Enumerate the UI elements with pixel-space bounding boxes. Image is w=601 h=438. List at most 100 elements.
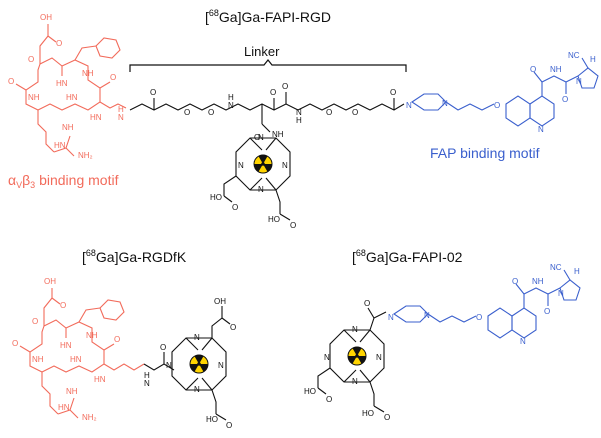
- svg-text:NH: NH: [82, 69, 94, 78]
- svg-text:OH: OH: [214, 297, 226, 306]
- svg-text:H: H: [574, 267, 580, 276]
- svg-text:H: H: [118, 105, 124, 114]
- svg-text:HN: HN: [66, 93, 78, 102]
- svg-text:O: O: [28, 55, 34, 64]
- svg-text:HO: HO: [362, 409, 374, 418]
- svg-text:N: N: [296, 108, 302, 117]
- svg-text:N: N: [442, 99, 448, 108]
- svg-text:NH: NH: [550, 65, 562, 74]
- fapi-moiety-right: [393, 269, 581, 339]
- svg-text:N: N: [166, 361, 172, 370]
- title-fapi-rgd: [68Ga]Ga-FAPI-RGD: [205, 8, 331, 25]
- svg-text:NH: NH: [532, 277, 544, 286]
- fap-binding-motif-label: FAP binding motif: [430, 145, 540, 161]
- svg-text:N: N: [424, 311, 430, 320]
- dota-atoms-top: N N N N HO O HO O: [210, 133, 296, 230]
- svg-text:H: H: [144, 371, 150, 380]
- svg-text:O: O: [150, 88, 156, 97]
- radiation-icon: [253, 154, 273, 174]
- svg-text:O: O: [232, 203, 238, 212]
- svg-text:O: O: [352, 108, 358, 117]
- svg-text:NH: NH: [66, 387, 78, 396]
- svg-text:N: N: [258, 133, 264, 142]
- svg-text:O: O: [476, 313, 482, 322]
- rgd-peptide-top: [15, 24, 127, 157]
- svg-text:OH: OH: [44, 277, 56, 286]
- svg-text:O: O: [184, 108, 190, 117]
- svg-text:NH: NH: [272, 130, 284, 139]
- lys-linker-atoms-left: H N O: [144, 343, 166, 388]
- svg-text:O: O: [230, 323, 236, 332]
- svg-text:N: N: [194, 385, 200, 394]
- svg-text:O: O: [12, 339, 18, 348]
- svg-text:O: O: [270, 88, 276, 97]
- svg-text:NC: NC: [550, 263, 562, 272]
- svg-text:N: N: [376, 353, 382, 362]
- svg-text:HN: HN: [60, 341, 72, 350]
- svg-text:N: N: [406, 101, 412, 110]
- svg-text:N: N: [558, 289, 564, 298]
- svg-text:N: N: [538, 125, 544, 134]
- linker-label: Linker: [244, 44, 280, 59]
- svg-text:N: N: [520, 337, 526, 346]
- dota-chelator-right: [317, 307, 387, 413]
- linker-atoms-top: O O O H N O O N H O O O NH O: [150, 82, 396, 142]
- fapi-moiety-top: [411, 57, 599, 127]
- lys-linker-left: [143, 352, 175, 371]
- svg-text:O: O: [114, 335, 120, 344]
- svg-text:O: O: [364, 299, 370, 308]
- svg-text:O: O: [60, 301, 66, 310]
- svg-text:HN: HN: [56, 79, 68, 88]
- svg-text:OH: OH: [40, 13, 52, 22]
- rgd-peptide-left: [19, 288, 145, 419]
- svg-text:HN: HN: [90, 113, 102, 122]
- rgd-binding-motif-label: αVβ3 binding motif: [8, 172, 119, 190]
- svg-text:HO: HO: [210, 193, 222, 202]
- svg-text:O: O: [8, 77, 14, 86]
- svg-text:N: N: [388, 313, 394, 322]
- svg-text:O: O: [160, 343, 166, 352]
- svg-text:HO: HO: [206, 415, 218, 424]
- svg-text:N: N: [238, 161, 244, 170]
- svg-text:O: O: [390, 88, 396, 97]
- svg-text:N: N: [282, 161, 288, 170]
- fapi-atoms-right: N N O N O NH O N NC H: [388, 263, 580, 346]
- linker-chain-top: [129, 92, 405, 133]
- rgd-atoms-left: OH O O HN NH O O NH HN HN NH HN NH₂: [12, 277, 120, 422]
- svg-text:H: H: [296, 116, 302, 125]
- svg-text:HN: HN: [70, 355, 82, 364]
- dota-chelator-top: [223, 137, 291, 221]
- svg-text:HN: HN: [94, 375, 106, 384]
- svg-text:N: N: [352, 325, 358, 334]
- svg-text:O: O: [56, 39, 62, 48]
- svg-text:HO: HO: [268, 215, 280, 224]
- fapi-atoms-top: N N O N O NH O N NC H: [406, 51, 596, 134]
- svg-text:O: O: [384, 413, 390, 422]
- svg-text:N: N: [218, 361, 224, 370]
- radiation-icon: [189, 354, 209, 374]
- rgd-atoms-top: OH O O HN NH O O NH HN HN NH HN NH₂ H N: [8, 13, 124, 160]
- svg-text:N: N: [144, 379, 150, 388]
- svg-text:N: N: [194, 333, 200, 342]
- svg-text:O: O: [326, 108, 332, 117]
- svg-text:NH: NH: [28, 93, 40, 102]
- svg-text:H: H: [228, 93, 234, 102]
- svg-text:H: H: [590, 55, 596, 64]
- svg-text:O: O: [208, 108, 214, 117]
- svg-text:N: N: [258, 185, 264, 194]
- svg-text:NH₂: NH₂: [78, 151, 93, 160]
- svg-text:O: O: [544, 307, 550, 316]
- svg-text:N: N: [228, 101, 234, 110]
- svg-text:NH: NH: [32, 355, 44, 364]
- linker-bracket: [129, 59, 407, 72]
- radiation-icon: [347, 346, 367, 366]
- dota-atoms-left: N N N N OH O HO O: [166, 297, 236, 430]
- svg-text:N: N: [576, 77, 582, 86]
- svg-text:NH: NH: [86, 331, 98, 340]
- dota-atoms-right: N N N N O HO O HO O: [304, 299, 390, 422]
- svg-text:NH: NH: [62, 123, 74, 132]
- dota-chelator-left: [171, 306, 231, 421]
- svg-text:O: O: [326, 395, 332, 404]
- svg-text:O: O: [494, 101, 500, 110]
